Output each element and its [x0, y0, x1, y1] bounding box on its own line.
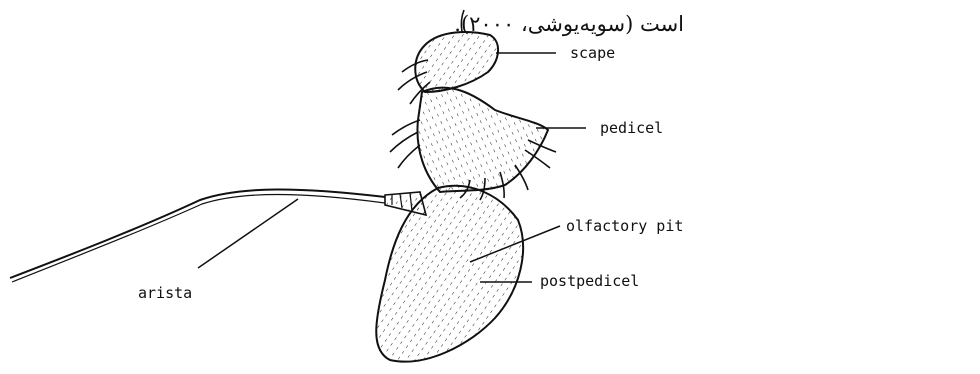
- label-olfactory-pit: olfactory pit: [566, 217, 683, 235]
- label-scape: scape: [570, 44, 615, 62]
- leader-lines: [198, 53, 586, 282]
- label-arista: arista: [138, 284, 192, 302]
- label-postpedicel: postpedicel: [540, 272, 639, 290]
- label-pedicel: pedicel: [600, 119, 663, 137]
- postpedicel-segment: [376, 186, 523, 362]
- arista-segment: [10, 189, 426, 282]
